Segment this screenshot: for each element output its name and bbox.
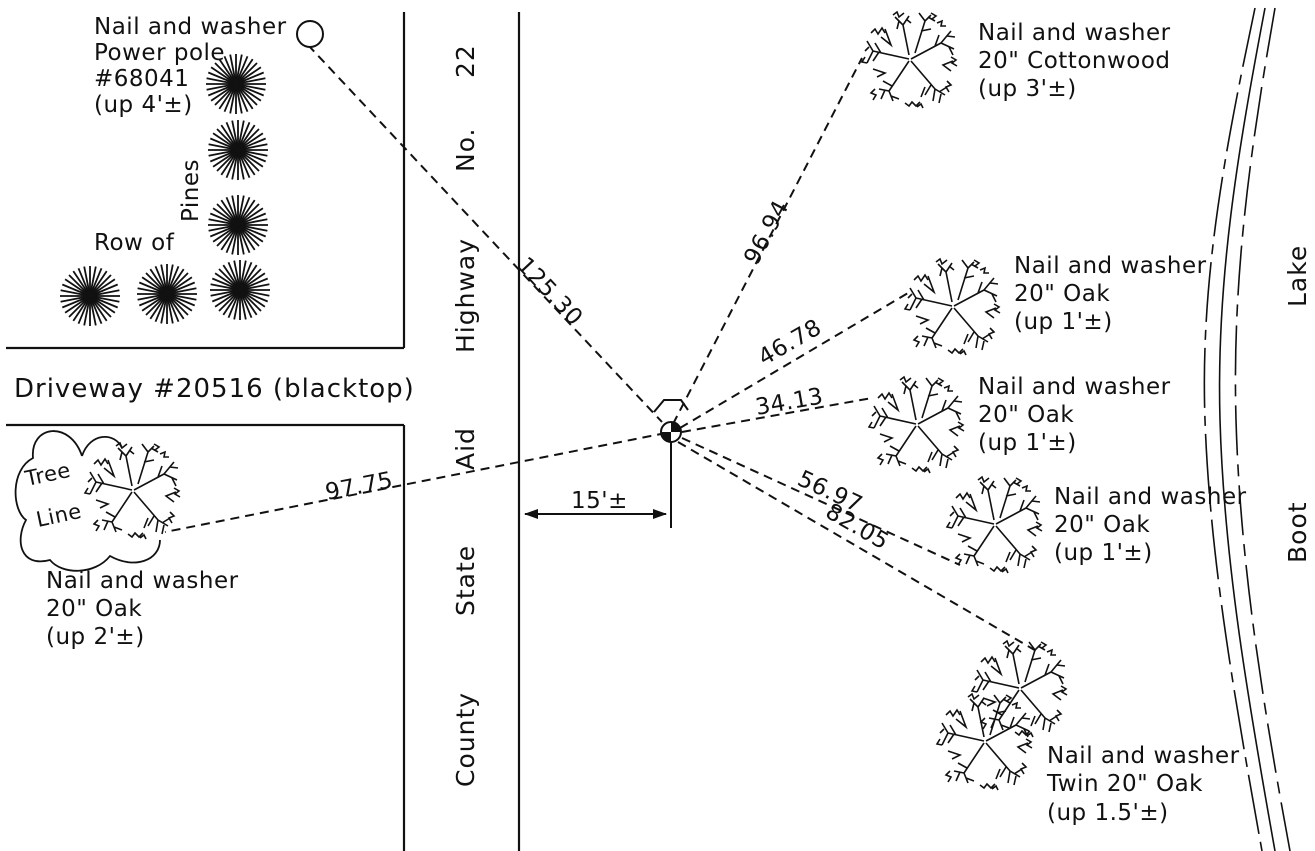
oak-tree-1 (904, 258, 1001, 356)
distance-power-pole: 125.30 (512, 252, 588, 331)
tie-line-oak-3 (681, 437, 961, 566)
oak-2-label-1: Nail and washer (978, 374, 1171, 400)
pine-tree (207, 119, 269, 181)
oak-2-label-2: 20" Oak (978, 402, 1074, 428)
oak-tree-3 (946, 476, 1043, 574)
oak-3-label-1: Nail and washer (1054, 484, 1247, 510)
pine-tree (59, 265, 121, 327)
road-word-no: No. (451, 127, 480, 172)
power-pole-line-4: (up 4'±) (94, 92, 193, 118)
twin-oak-label-1: Nail and washer (1047, 743, 1240, 769)
pine-tree (207, 194, 269, 256)
road-word-22: 22 (451, 44, 480, 78)
oak-3-label-2: 20" Oak (1054, 512, 1150, 538)
west-oak-label-3: (up 2'±) (46, 624, 145, 650)
road-word-aid: Aid (451, 427, 480, 470)
power-pole-line-1: Nail and washer (94, 14, 287, 40)
distance-west-oak: 97.75 (323, 467, 395, 506)
tie-line-west-oak (164, 432, 667, 533)
tie-line-oak-2 (681, 397, 873, 433)
oak-3-label-3: (up 1'±) (1054, 540, 1153, 566)
cottonwood-label-2: 20" Cottonwood (978, 48, 1171, 74)
tie-line-power-pole (307, 44, 663, 423)
cottonwood-label-3: (up 3'±) (978, 76, 1077, 102)
tie-line-cottonwood (672, 57, 863, 425)
oak-tree-2 (868, 376, 965, 474)
tree-line-label-1: Tree (22, 458, 73, 491)
pines-label: Pines (178, 159, 204, 222)
road-word-state: State (451, 545, 480, 616)
distance-oak-2: 34.13 (754, 383, 826, 420)
west-oak-tree (84, 442, 181, 540)
cottonwood-tree (861, 11, 958, 109)
distance-cottonwood: 96.94 (739, 196, 794, 269)
west-oak-label-1: Nail and washer (46, 568, 239, 594)
offset-label: 15'± (571, 488, 628, 514)
west-oak-label-2: 20" Oak (46, 596, 142, 622)
boot-label: Boot (1283, 501, 1312, 563)
road-word-county: County (451, 692, 480, 787)
power-pole-symbol (296, 20, 324, 48)
oak-1-label-1: Nail and washer (1014, 253, 1207, 279)
row-of-label: Row of (94, 230, 175, 256)
cottonwood-label-1: Nail and washer (978, 20, 1171, 46)
oak-2-label-3: (up 1'±) (978, 430, 1077, 456)
lake-label: Lake (1283, 245, 1312, 307)
oak-1-label-2: 20" Oak (1014, 281, 1110, 307)
twin-oak-label-3: (up 1.5'±) (1047, 800, 1169, 826)
pine-tree (209, 259, 271, 321)
tree-line-outline-top (81, 435, 123, 457)
twin-oak-tree-b (936, 693, 1033, 791)
power-pole-line-3: #68041 (94, 66, 189, 92)
lake-shoreline (1203, 7, 1291, 851)
oak-1-label-3: (up 1'±) (1014, 309, 1113, 335)
driveway-label: Driveway #20516 (blacktop) (14, 374, 415, 404)
control-point-symbol (653, 399, 689, 528)
twin-oak-tree-a (971, 640, 1068, 738)
power-pole-line-2: Power pole (94, 40, 225, 66)
twin-oak-label-2: Twin 20" Oak (1046, 771, 1203, 797)
tie-line-twin-oak (677, 441, 1039, 653)
tree-line-label-2: Line (34, 499, 84, 532)
tree-line-outline (14, 430, 161, 572)
pine-tree (136, 263, 198, 325)
road-word-highway: Highway (451, 238, 480, 353)
